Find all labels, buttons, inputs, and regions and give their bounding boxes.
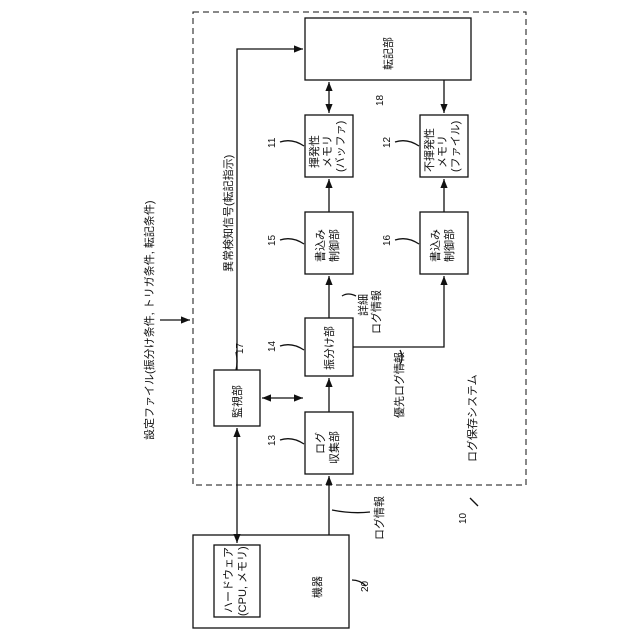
transcription-unit-label: 転記部 bbox=[381, 37, 395, 70]
write-controller-16-line1: 書込み bbox=[428, 229, 442, 262]
log-collector-line2: 収集部 bbox=[327, 431, 341, 464]
nonvolatile-memory-line2: メモリ bbox=[437, 135, 449, 168]
transcription-unit-ref: 18 bbox=[375, 94, 386, 106]
distributor-ref-leader bbox=[280, 345, 304, 350]
volatile-memory-line2: メモリ bbox=[322, 135, 334, 168]
anomaly-signal-label: 異常検知信号(転記指示) bbox=[221, 155, 235, 272]
arrow-monitor-to-transcription bbox=[237, 49, 303, 370]
write-controller-15-line2: 制御部 bbox=[327, 229, 341, 262]
hardware-line1: ハードウェア bbox=[222, 547, 235, 613]
volatile-memory-line1: 揮発性 bbox=[307, 135, 321, 168]
system-ref-number: 10 bbox=[458, 512, 469, 524]
volatile-memory-ref: 11 bbox=[267, 137, 278, 148]
hardware-line2: (CPU, メモリ) bbox=[237, 546, 249, 616]
log-info-leader bbox=[332, 510, 370, 513]
nonvolatile-memory-ref-leader bbox=[395, 141, 419, 146]
write-controller-16-ref: 16 bbox=[382, 234, 393, 246]
write-controller-15-line1: 書込み bbox=[313, 229, 327, 262]
distributor-label: 振分け部 bbox=[322, 326, 336, 370]
log-collector-line1: ログ bbox=[313, 432, 327, 454]
detail-log-leader bbox=[342, 294, 356, 296]
log-collector-ref: 13 bbox=[267, 434, 278, 446]
detail-log-line1: 詳細 bbox=[356, 294, 370, 316]
system-label: ログ保存システム bbox=[465, 374, 479, 462]
log-collector-ref-leader bbox=[280, 439, 304, 444]
volatile-memory-ref-leader bbox=[280, 141, 304, 146]
log-info-label: ログ情報 bbox=[372, 496, 386, 540]
nonvolatile-memory-line3: (ファイル) bbox=[450, 121, 462, 172]
config-file-note: 設定ファイル(振分け条件, トリガ条件, 転記条件) bbox=[142, 200, 156, 440]
distributor-ref: 14 bbox=[267, 340, 278, 352]
priority-log-label: 優先ログ情報 bbox=[392, 352, 406, 418]
nonvolatile-memory-ref: 12 bbox=[382, 136, 393, 148]
system-ref-leader bbox=[470, 498, 478, 506]
nonvolatile-memory-line1: 不揮発性 bbox=[422, 128, 436, 172]
detail-log-line2: ログ情報 bbox=[369, 290, 383, 334]
write-controller-16-ref-leader bbox=[395, 239, 419, 244]
device-label: 機器 bbox=[310, 576, 324, 598]
volatile-memory-line3: (バッファ) bbox=[334, 121, 347, 172]
write-controller-15-ref-leader bbox=[280, 239, 304, 244]
write-controller-16-line2: 制御部 bbox=[442, 229, 456, 262]
write-controller-15-ref: 15 bbox=[267, 234, 278, 246]
monitor-label: 監視部 bbox=[230, 385, 244, 418]
